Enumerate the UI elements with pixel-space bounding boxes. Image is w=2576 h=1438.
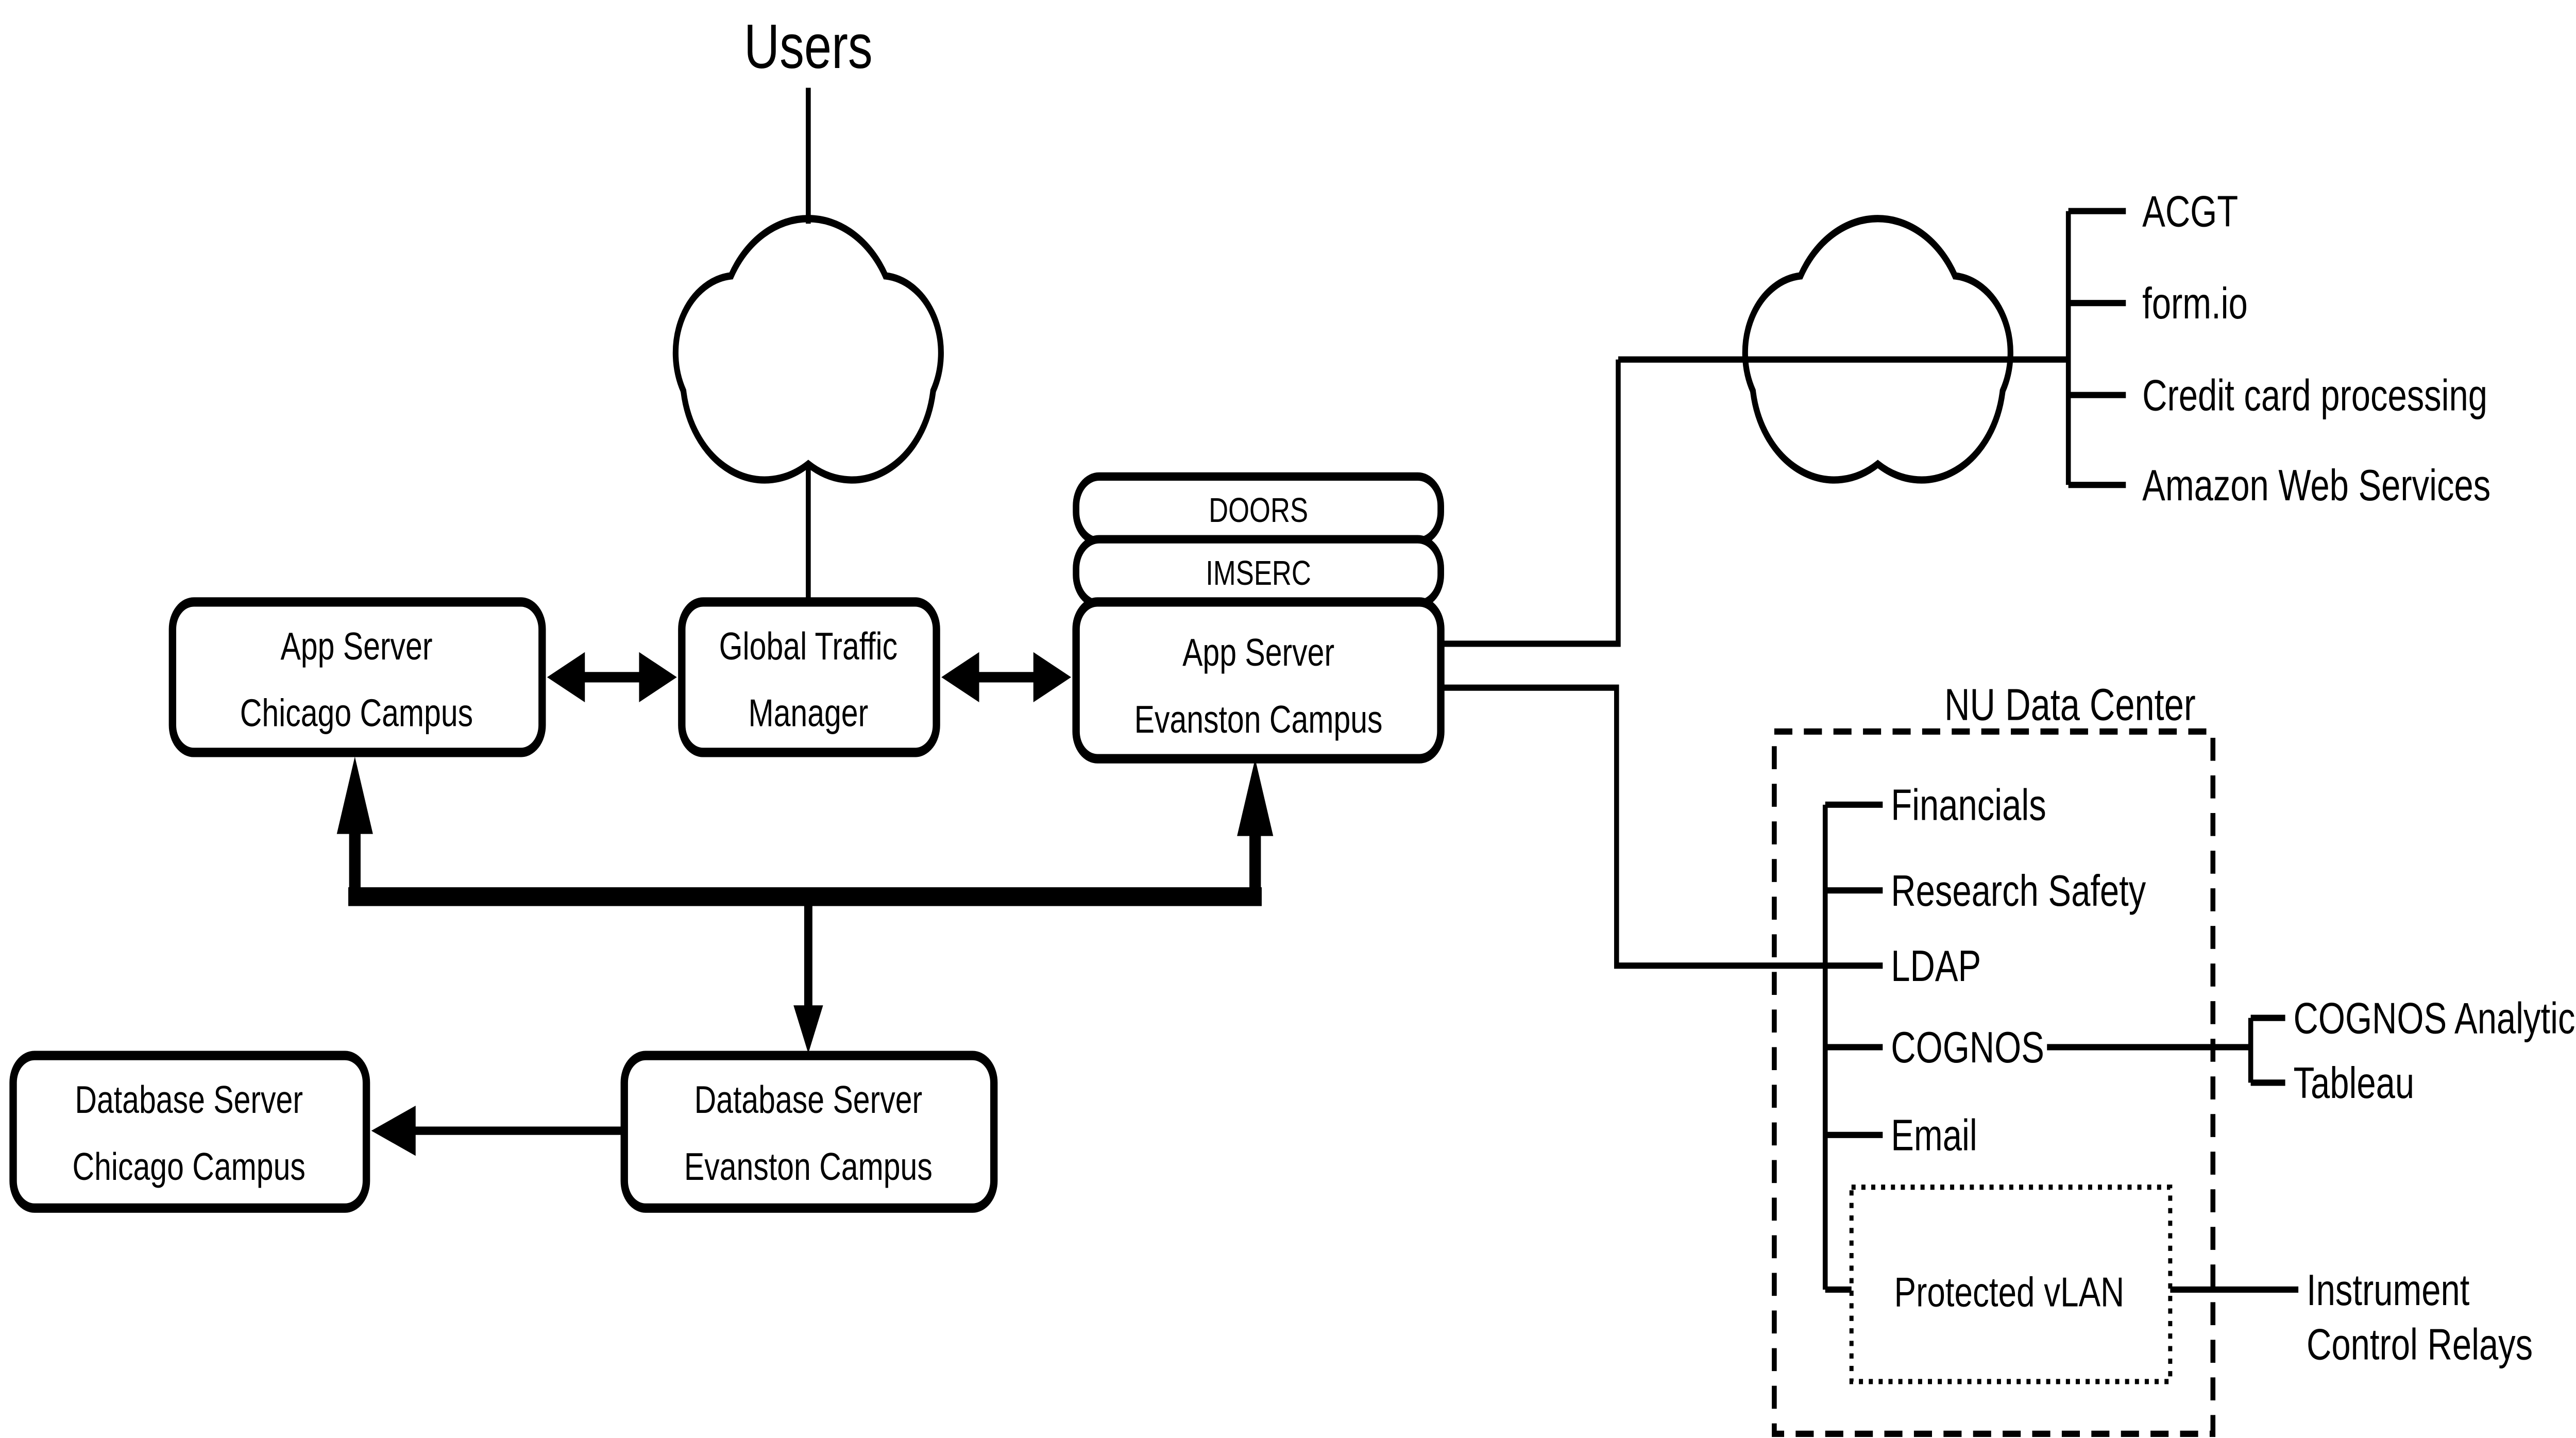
- protected-vlan-label: Protected vLAN: [1894, 1269, 2125, 1315]
- labels: Users App Server Chicago Campus Global T…: [73, 12, 2576, 1369]
- nu-data-center-title: NU Data Center: [1944, 680, 2196, 730]
- nu-data-center-boundary: [1772, 728, 2216, 1437]
- service-financials: Financials: [1891, 781, 2046, 830]
- global-traffic-manager-box: [678, 597, 940, 757]
- app-server-chicago-box: [168, 597, 546, 757]
- global-traffic-manager-label-2: Manager: [748, 692, 868, 735]
- database-server-chicago-box: [9, 1051, 370, 1213]
- evanston-to-external-cloud-line: [1440, 359, 1621, 647]
- chicago-gtm-arrow-right-head: [639, 652, 677, 703]
- external-service-formio: form.io: [2142, 279, 2248, 328]
- users-internet-cloud-icon: [672, 215, 944, 484]
- gtm-evanston-arrow-left-head: [941, 652, 979, 703]
- replication-arrows: [336, 756, 1274, 1156]
- imserc-label: IMSERC: [1206, 554, 1311, 592]
- load-balancing-arrows: [547, 652, 1072, 703]
- database-server-evanston-box: [620, 1051, 998, 1213]
- down-arrow-head: [793, 1005, 823, 1054]
- service-cognos: COGNOS: [1891, 1024, 2044, 1073]
- app-server-chicago-label-1: App Server: [280, 625, 432, 668]
- external-service-creditcard: Credit card processing: [2142, 371, 2487, 420]
- global-traffic-manager-label-1: Global Traffic: [719, 625, 897, 668]
- external-service-acgt: ACGT: [2142, 188, 2238, 236]
- app-server-evanston-box: [1072, 597, 1445, 764]
- doors-label: DOORS: [1209, 491, 1308, 529]
- app-server-evanston-label-2: Evanston Campus: [1134, 698, 1383, 741]
- evanston-to-ldap-line: [1440, 684, 1883, 969]
- app-server-chicago-label-2: Chicago Campus: [240, 692, 473, 735]
- clouds: [672, 215, 2013, 484]
- instrument-control-relays-label-1: Instrument: [2307, 1266, 2469, 1315]
- service-ldap: LDAP: [1891, 942, 1981, 991]
- chicago-gtm-arrow-left-head: [547, 652, 585, 703]
- users-label: Users: [744, 12, 873, 82]
- node-boxes: [9, 472, 1445, 1213]
- db-replication-arrowhead: [371, 1105, 416, 1156]
- instrument-control-relays-label-2: Control Relays: [2307, 1321, 2533, 1369]
- database-server-chicago-label-1: Database Server: [75, 1078, 303, 1121]
- up-arrow-right-head: [1237, 758, 1274, 836]
- app-server-evanston-label-1: App Server: [1182, 631, 1334, 674]
- cognos-analytics-label: COGNOS Analytics: [2294, 994, 2576, 1043]
- zones: [1772, 728, 2216, 1437]
- database-server-chicago-label-2: Chicago Campus: [73, 1145, 306, 1188]
- protected-vlan-box: [1849, 1185, 2173, 1384]
- external-services-cloud-icon: [1742, 215, 2013, 484]
- service-email: Email: [1891, 1111, 1977, 1160]
- up-arrow-left-head: [336, 756, 373, 834]
- database-server-evanston-label-2: Evanston Campus: [684, 1145, 933, 1188]
- connector-lines: [806, 88, 2299, 1293]
- gtm-evanston-arrow-right-head: [1033, 652, 1072, 703]
- service-research-safety: Research Safety: [1891, 867, 2146, 916]
- external-service-aws: Amazon Web Services: [2142, 461, 2490, 510]
- database-server-evanston-label-1: Database Server: [694, 1078, 923, 1121]
- tableau-label: Tableau: [2294, 1059, 2415, 1108]
